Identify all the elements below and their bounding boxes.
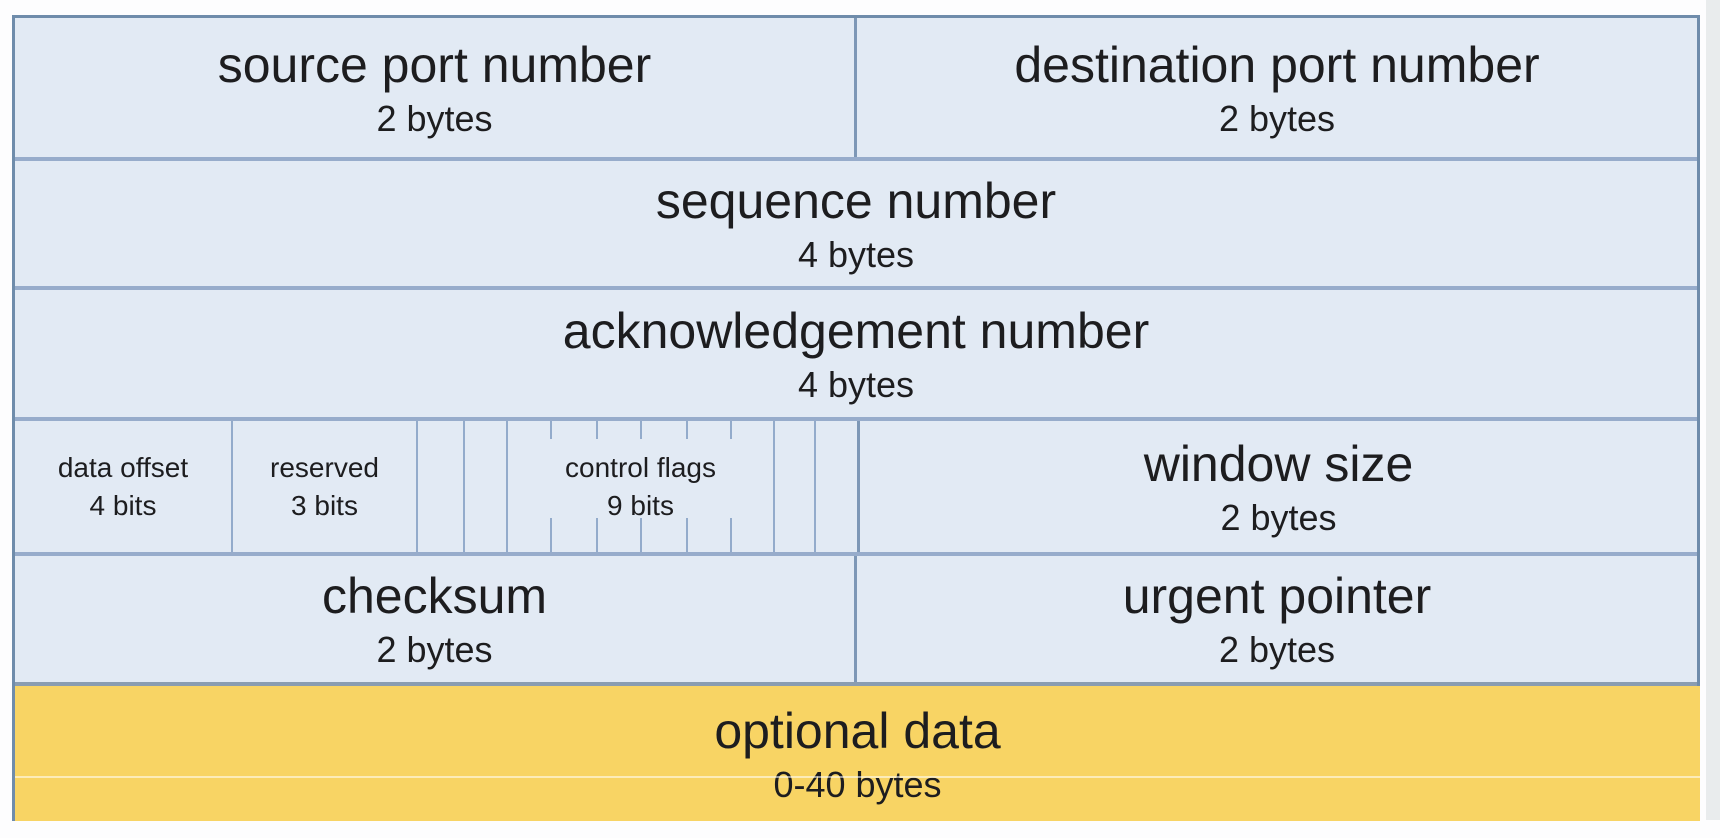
field-size-label: 4 bytes	[797, 363, 915, 405]
field-size-label: 3 bits	[291, 489, 358, 521]
tcp-header-diagram: source port number 2 bytes destination p…	[12, 15, 1700, 821]
row-ports: source port number 2 bytes destination p…	[15, 18, 1697, 161]
field-label: urgent pointer	[1122, 568, 1432, 624]
field-size-label: 2 bytes	[1218, 629, 1336, 670]
field-label: sequence number	[655, 172, 1057, 229]
field-optional-data: optional data 0-40 bytes	[15, 686, 1700, 821]
field-size-label: 2 bytes	[1218, 97, 1336, 139]
field-size-label: 4 bytes	[797, 233, 915, 275]
bit-tick	[550, 421, 552, 439]
bit-tick	[640, 518, 642, 552]
field-acknowledgement-number: acknowledgement number 4 bytes	[15, 290, 1697, 417]
field-control-flags: control flags 9 bits	[508, 421, 775, 552]
bit-tick	[686, 518, 688, 552]
field-reserved: reserved 3 bits	[233, 421, 418, 552]
bit-tick	[730, 518, 732, 552]
field-destination-port-number: destination port number 2 bytes	[857, 18, 1697, 157]
field-checksum: checksum 2 bytes	[15, 556, 857, 682]
field-label: checksum	[321, 568, 548, 624]
field-label: control flags	[565, 451, 716, 483]
field-label: source port number	[217, 36, 652, 93]
field-data-offset: data offset 4 bits	[15, 421, 233, 552]
row-flags-window: data offset 4 bits reserved 3 bits contr…	[15, 421, 1697, 556]
bit-tick	[730, 421, 732, 439]
row-acknowledgement-number: acknowledgement number 4 bytes	[15, 290, 1697, 421]
row-checksum-urgent: checksum 2 bytes urgent pointer 2 bytes	[15, 556, 1697, 686]
bit-cell	[816, 421, 860, 552]
field-label: acknowledgement number	[562, 302, 1150, 359]
field-label: optional data	[714, 702, 1001, 759]
field-label: data offset	[57, 451, 189, 483]
field-size-label: 2 bytes	[1220, 496, 1337, 538]
bit-cell	[465, 421, 508, 552]
page-margin-strip	[1706, 0, 1720, 820]
header-fields-section: source port number 2 bytes destination p…	[12, 15, 1700, 686]
field-label: destination port number	[1014, 36, 1540, 93]
optional-row-divider	[15, 776, 1700, 778]
bit-tick	[596, 421, 598, 439]
field-source-port-number: source port number 2 bytes	[15, 18, 857, 157]
field-window-size: window size 2 bytes	[860, 421, 1697, 552]
field-size-label: 0-40 bytes	[773, 763, 942, 805]
row-sequence-number: sequence number 4 bytes	[15, 161, 1697, 290]
field-size-label: 2 bytes	[376, 97, 493, 139]
bit-cell	[775, 421, 816, 552]
bit-tick	[686, 421, 688, 439]
field-urgent-pointer: urgent pointer 2 bytes	[857, 556, 1697, 682]
bit-tick	[640, 421, 642, 439]
field-size-label: 2 bytes	[376, 629, 493, 670]
row-optional-data: optional data 0-40 bytes	[12, 686, 1700, 821]
bit-tick	[550, 518, 552, 552]
field-size-label: 4 bits	[89, 489, 157, 521]
field-sequence-number: sequence number 4 bytes	[15, 161, 1697, 286]
field-label: window size	[1143, 435, 1414, 492]
field-size-label: 9 bits	[607, 489, 674, 521]
field-label: reserved	[270, 451, 379, 483]
bit-cell	[418, 421, 465, 552]
bit-tick	[596, 518, 598, 552]
